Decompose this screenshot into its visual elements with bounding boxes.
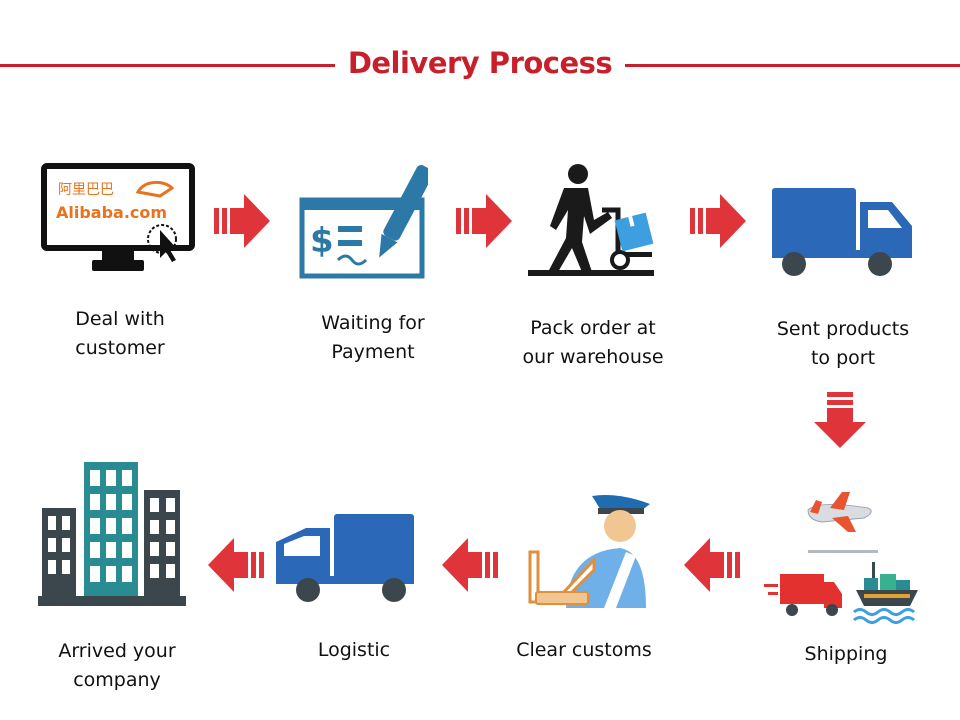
arrow-left-3 bbox=[208, 538, 264, 592]
step-label-pack-order: Pack order at our warehouse bbox=[522, 317, 664, 368]
arrow-left-1 bbox=[684, 538, 740, 592]
step-label-waiting-for-payment: Waiting for Payment bbox=[321, 312, 425, 363]
arrow-right-3 bbox=[690, 194, 746, 248]
check-and-pen-icon: $ bbox=[299, 165, 428, 279]
city-buildings-icon bbox=[38, 462, 186, 606]
step-label-clear-customs: Clear customs bbox=[516, 639, 652, 661]
person-with-hand-truck-icon bbox=[528, 164, 654, 276]
delivery-truck-icon bbox=[772, 188, 912, 276]
delivery-truck-icon bbox=[276, 514, 414, 602]
arrow-right-1 bbox=[214, 194, 270, 248]
truck-small-icon bbox=[764, 574, 842, 616]
alibaba-logo: Alibaba.com bbox=[56, 203, 167, 222]
plane-truck-ship-icon bbox=[764, 492, 918, 624]
arrow-right-2 bbox=[456, 194, 512, 248]
customs-officer-icon bbox=[528, 495, 650, 608]
computer-monitor-icon: 阿里巴巴 Alibaba.com bbox=[41, 163, 195, 271]
cargo-ship-icon bbox=[853, 562, 918, 624]
title-rule-left bbox=[0, 64, 335, 67]
step-label-shipping: Shipping bbox=[804, 643, 888, 665]
arrow-down bbox=[814, 392, 866, 448]
svg-text:$: $ bbox=[310, 221, 334, 261]
step-label-deal-with-customer: Deal with customer bbox=[75, 308, 165, 359]
airplane-icon bbox=[807, 492, 872, 532]
alibaba-cn-logo: 阿里巴巴 bbox=[58, 182, 114, 198]
arrow-left-2 bbox=[442, 538, 498, 592]
step-label-sent-products: Sent products to port bbox=[776, 318, 910, 369]
page-title: Delivery Process bbox=[347, 46, 613, 80]
step-label-arrived: Arrived your company bbox=[58, 640, 176, 691]
title-rule-right bbox=[625, 64, 960, 67]
step-label-logistic: Logistic bbox=[317, 639, 391, 661]
